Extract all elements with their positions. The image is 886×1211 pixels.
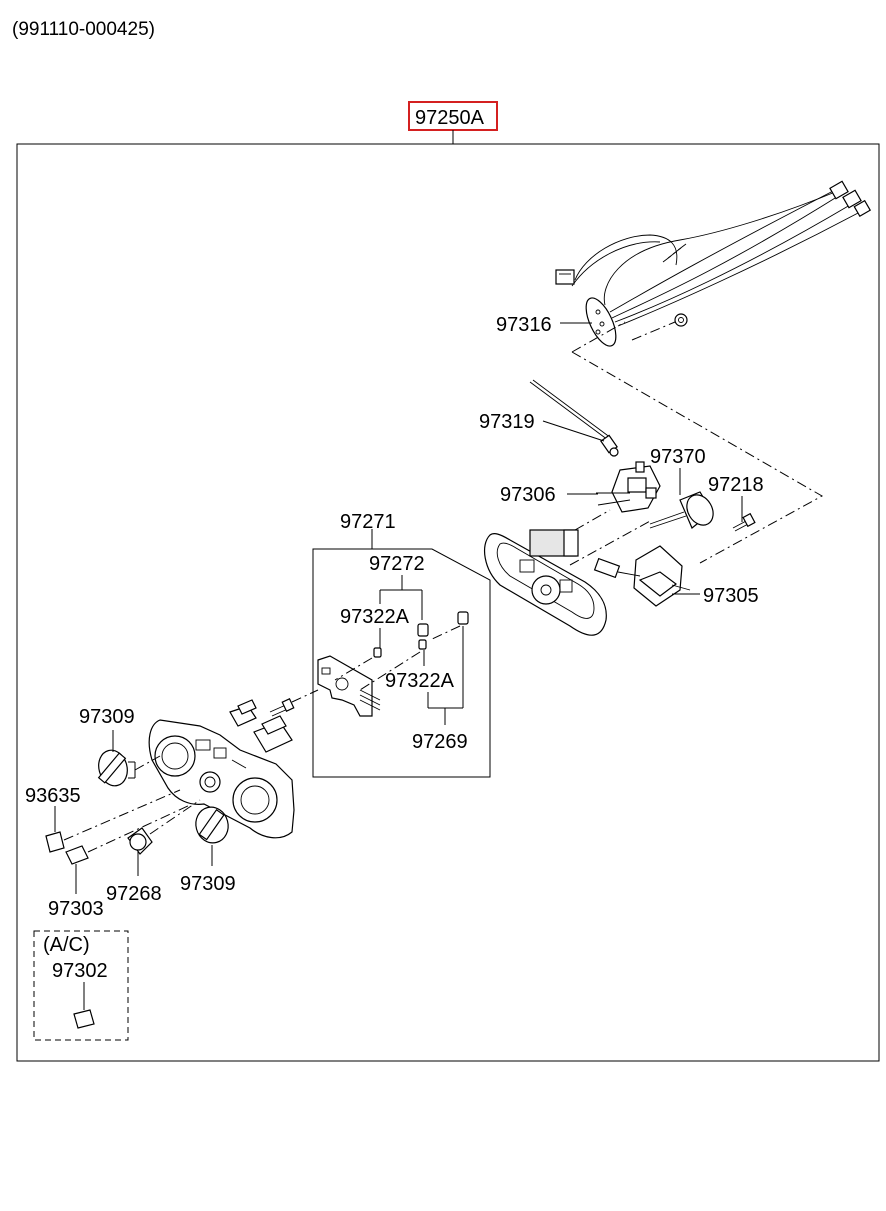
part-label-97322a-bottom[interactable]: 97322A (385, 670, 455, 692)
part-label-97322a-top[interactable]: 97322A (340, 606, 410, 628)
assembly-frame (16, 143, 880, 1062)
circuit-board[interactable] (317, 655, 381, 717)
part-label-97303[interactable]: 97303 (48, 898, 104, 920)
part-label-97316[interactable]: 97316 (496, 314, 552, 336)
switch-97306[interactable] (596, 461, 661, 513)
actuator-97370[interactable] (649, 490, 718, 530)
ac-option-box (33, 930, 129, 1041)
knob-97309-right[interactable] (192, 803, 232, 846)
part-label-97319[interactable]: 97319 (479, 411, 535, 433)
part-label-97302[interactable]: 97302 (52, 960, 108, 982)
button-97303[interactable] (65, 845, 89, 865)
control-cable-97319[interactable] (529, 379, 619, 457)
part-label-97370[interactable]: 97370 (650, 446, 706, 468)
control-panel-housing[interactable] (148, 719, 295, 839)
button-93635[interactable] (45, 831, 65, 853)
part-label-97269[interactable]: 97269 (412, 731, 468, 753)
part-label-97309-left[interactable]: 97309 (79, 706, 135, 728)
part-label-97306[interactable]: 97306 (500, 484, 556, 506)
part-label-93635[interactable]: 93635 (25, 785, 81, 807)
button-97302[interactable] (73, 1009, 95, 1029)
connector-upper[interactable] (229, 699, 257, 727)
control-bracket[interactable] (483, 509, 653, 636)
knob-97309-left[interactable] (95, 747, 131, 789)
part-label-97268[interactable]: 97268 (106, 883, 162, 905)
part-label-97272[interactable]: 97272 (369, 553, 425, 575)
connector-lower[interactable] (253, 715, 293, 753)
wiring-harness-97316[interactable] (555, 180, 872, 350)
diagram-code: (991110-000425) (12, 19, 155, 40)
subassembly-frame-97271 (312, 548, 491, 778)
part-label-97218[interactable]: 97218 (708, 474, 764, 496)
screw-97218[interactable] (732, 512, 756, 532)
bulb-97269[interactable] (457, 611, 469, 625)
ac-option-title: (A/C) (43, 934, 90, 956)
assembly-part-number[interactable]: 97250A (415, 107, 485, 129)
blower-switch-97305[interactable] (593, 545, 691, 607)
part-label-97309-right[interactable]: 97309 (180, 873, 236, 895)
knob-97268[interactable] (127, 827, 153, 855)
part-label-97271[interactable]: 97271 (340, 511, 396, 533)
screw[interactable] (269, 697, 295, 717)
part-label-97305[interactable]: 97305 (703, 585, 759, 607)
bulb-socket-97322a[interactable] (373, 623, 429, 658)
